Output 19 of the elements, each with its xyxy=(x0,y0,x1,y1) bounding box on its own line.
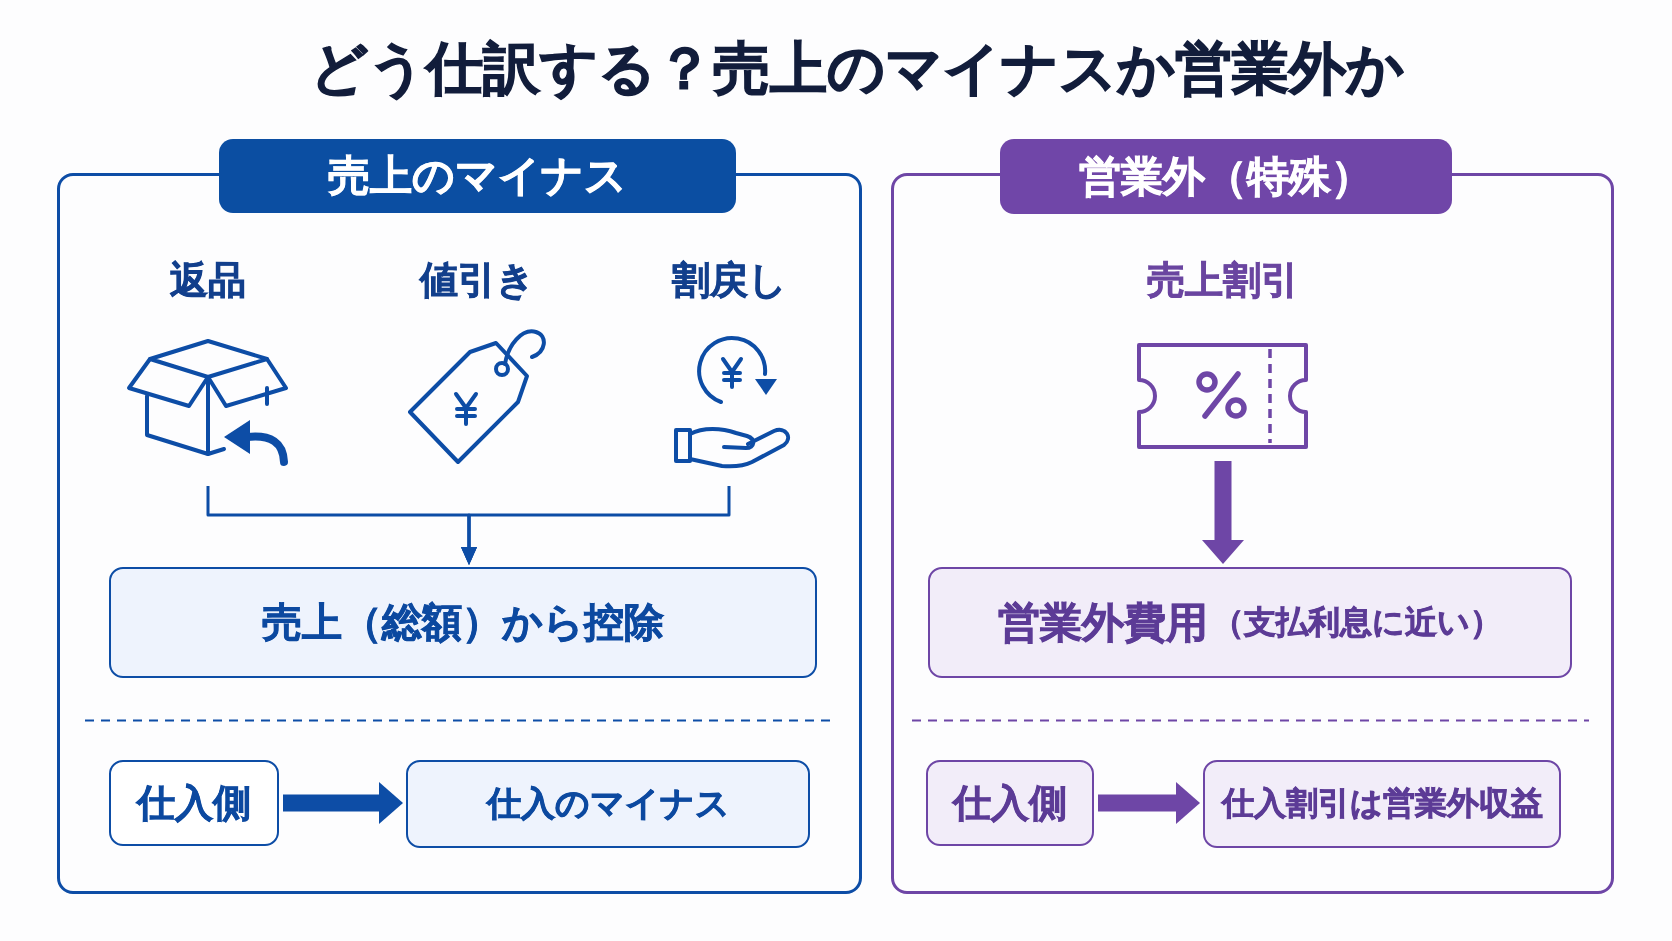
process-box: 仕入側 xyxy=(109,760,279,846)
item-label: 返品 xyxy=(170,257,246,304)
item-label: 値引き xyxy=(419,257,535,304)
heading-tab: 営業外（特殊） xyxy=(1000,139,1452,214)
block-arrow xyxy=(1098,782,1200,824)
title: どう仕訳する？売上のマイナスか営業外か xyxy=(310,36,1404,100)
process-box: 仕入のマイナス xyxy=(406,760,810,848)
process-box xyxy=(928,567,1572,678)
heading-text: 営業外費用 xyxy=(998,596,1208,649)
process-box: 仕入側 xyxy=(926,760,1094,846)
process-box: 売上（総額）から控除 xyxy=(109,567,817,678)
item-label: 割戻し xyxy=(671,257,787,304)
item-label: 売上割引 xyxy=(1147,257,1299,304)
process-box: 仕入割引は営業外収益 xyxy=(1203,760,1561,848)
arrow xyxy=(461,486,731,565)
block-arrow xyxy=(1202,461,1244,564)
heading-tab: 売上のマイナス xyxy=(219,139,736,213)
block-arrow xyxy=(283,782,403,824)
note-text: （支払利息に近い） xyxy=(1212,601,1502,643)
